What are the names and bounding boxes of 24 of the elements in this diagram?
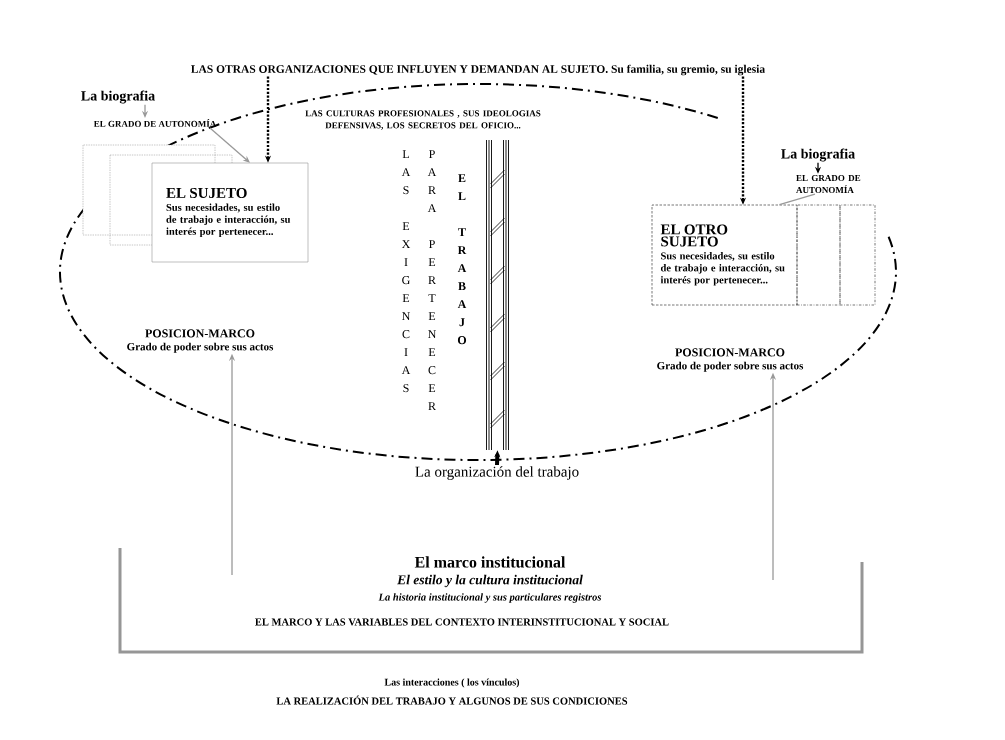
stacked-card: [839, 204, 876, 306]
vertical-text: EL TRABAJO: [457, 174, 467, 345]
ladder-drawing: [486, 139, 509, 451]
subject-box: EL SUJETO Sus necesidades, su estilo de trabajo e interacción, su interés por pertenecer...: [151, 162, 309, 263]
vertical-text: PARA PERTENECER: [427, 150, 437, 411]
caption-text: Las interacciones ( los vínculos): [384, 678, 520, 688]
vertical-text: LAS EXIGENCIAS: [401, 150, 411, 393]
subject-box: EL OTRO SUJETO Sus necesidades, su estilo de trabajo e interacción, su interés por pertenecer...: [651, 204, 798, 306]
caption-text: La organización del trabajo: [415, 466, 579, 480]
heading-text: LAS OTRAS ORGANIZACIONES QUE INFLUYEN Y DEMANDAN AL SUJETO. Su familia, su gremio, su iglesia: [191, 64, 765, 76]
caption-text: El marco institucional: [414, 556, 566, 568]
caption-text: La biografia: [81, 90, 155, 104]
caption-text: La historia institucional y sus particulares registros: [378, 593, 602, 603]
caption-text: EL GRADO DE AUTONOMÍA: [796, 175, 861, 194]
caption-text: El estilo y la cultura institucional: [397, 574, 583, 588]
caption-text: EL MARCO Y LAS VARIABLES DEL CONTEXTO INTERINSTITUCIONAL Y SOCIAL: [255, 618, 669, 626]
caption-text: La biografia: [781, 148, 855, 162]
caption-text: EL GRADO DE AUTONOMÍA: [93, 119, 217, 127]
caption-text: LA REALIZACIÓN DEL TRABAJO Y ALGUNOS DE SUS CONDICIONES: [276, 695, 628, 705]
caption-text: POSICION-MARCO Grado de poder sobre sus actos: [657, 348, 804, 372]
arrow: [209, 127, 250, 163]
stacked-card: [796, 204, 841, 306]
caption-text: LAS CULTURAS PROFESIONALES , SUS IDEOLOGIAS DEFENSIVAS, LOS SECRETOS DEL OFICIO...: [305, 110, 541, 130]
caption-text: POSICION-MARCO Grado de poder sobre sus actos: [127, 329, 274, 353]
